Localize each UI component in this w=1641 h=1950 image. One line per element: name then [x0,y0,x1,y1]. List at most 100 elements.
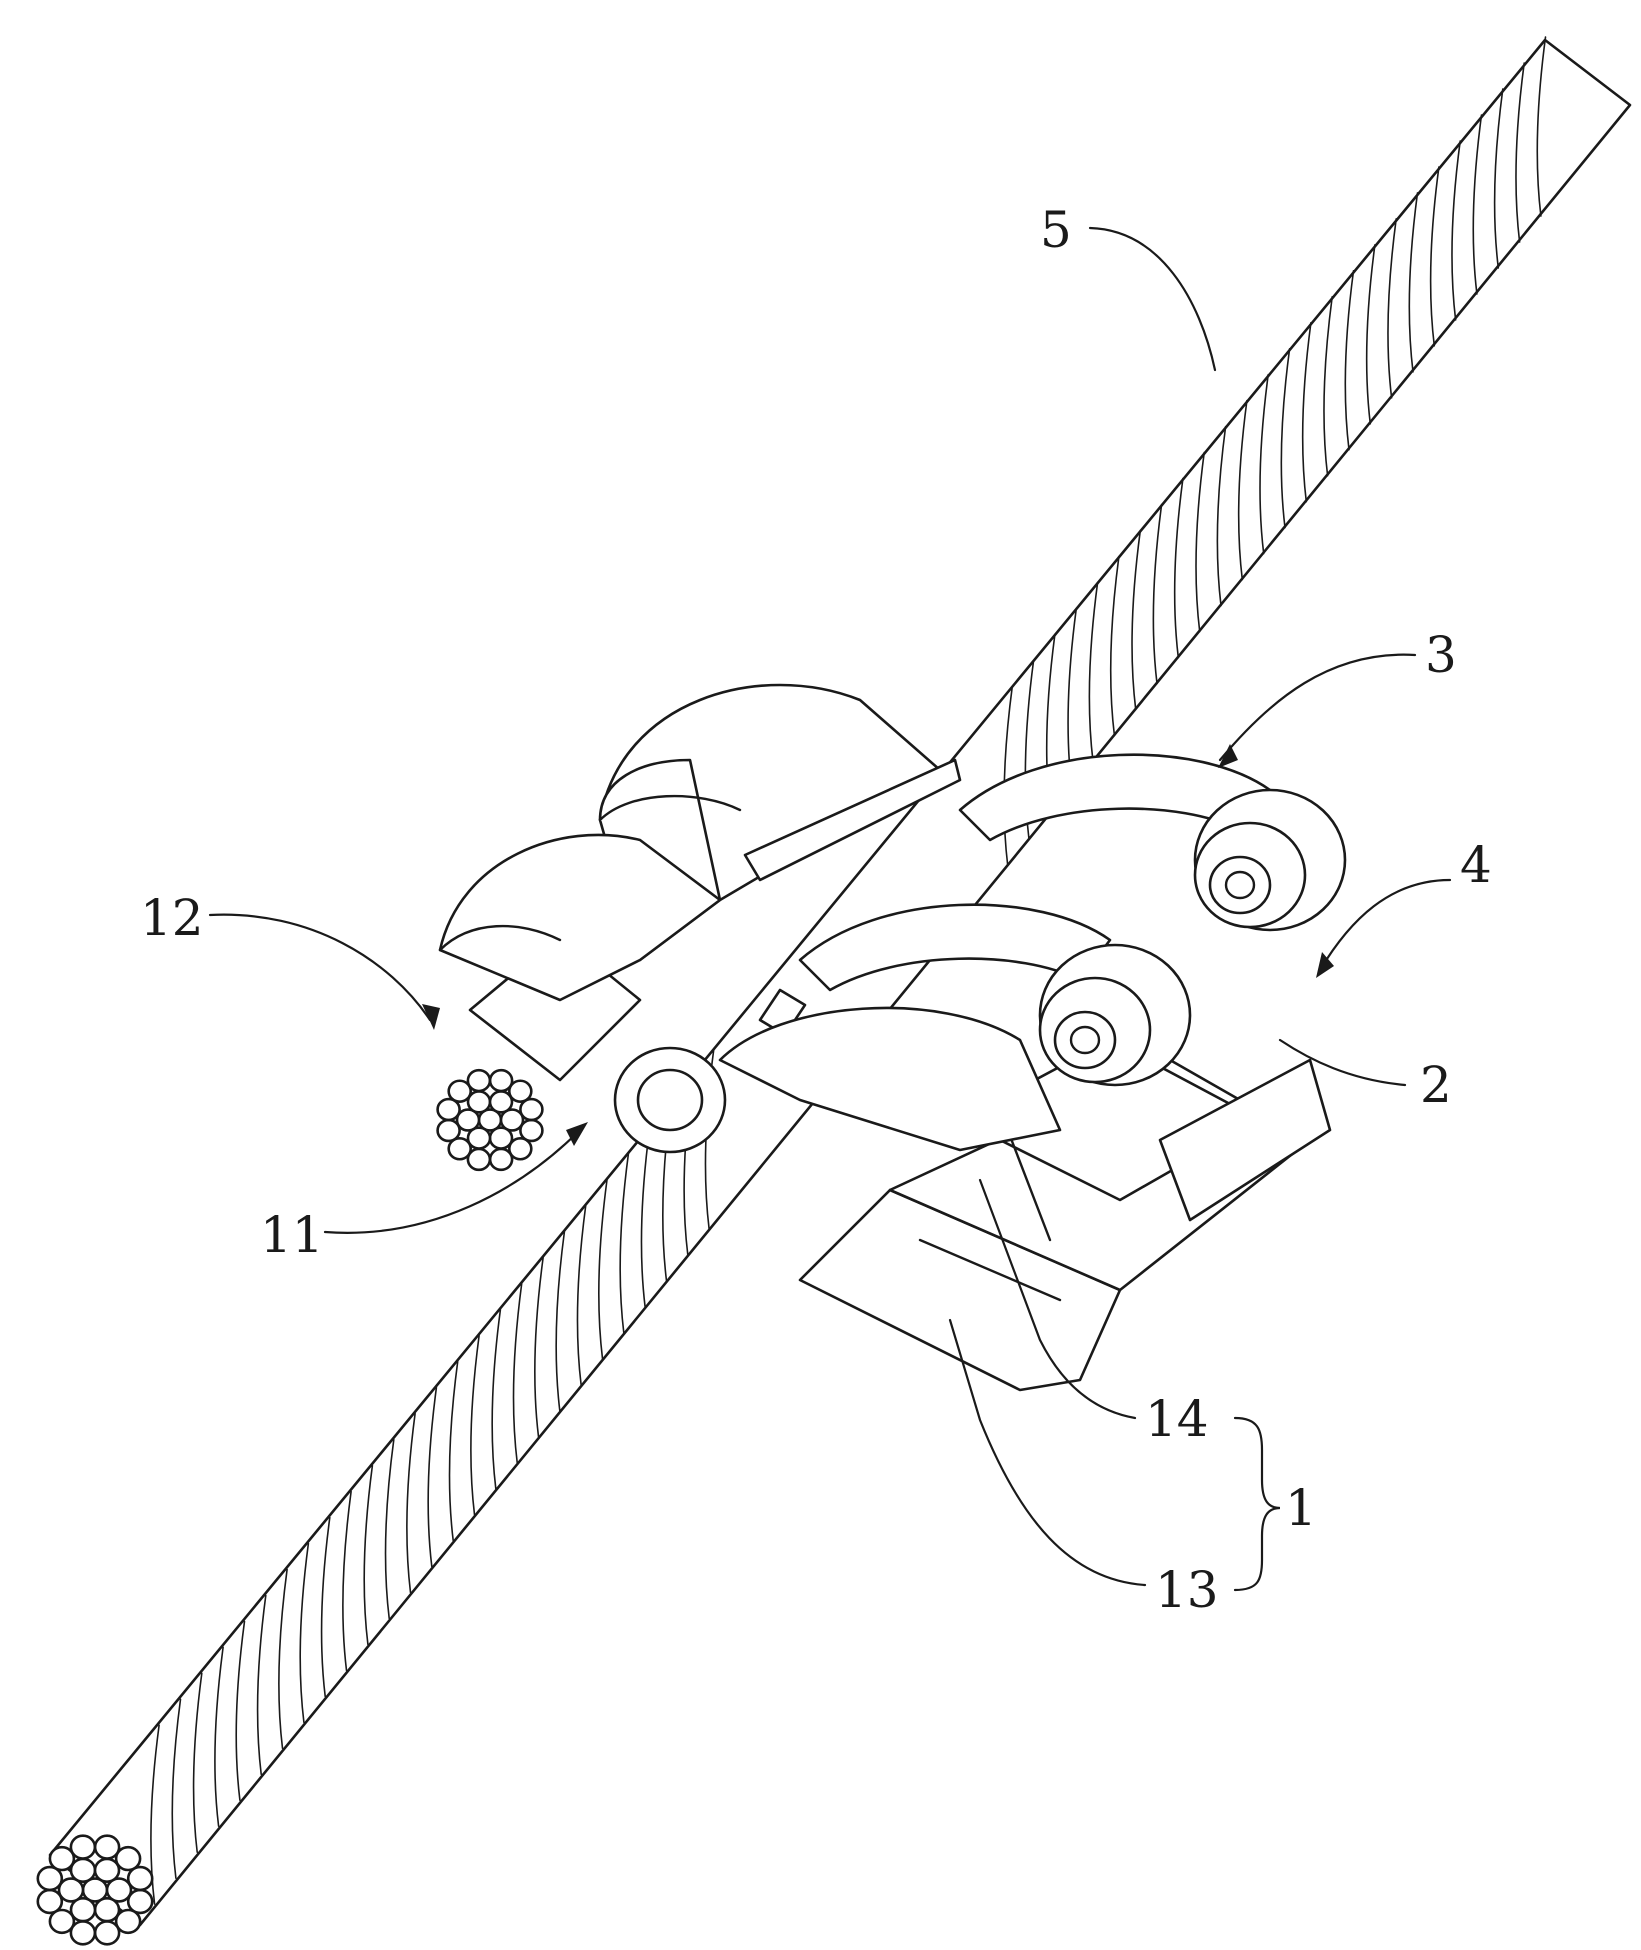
pin-eye-inner [636,1068,704,1132]
part-labels: 5 3 4 12 2 11 14 1 13 [140,201,1492,1619]
cable-end-strand [126,1865,154,1892]
upper-sleeve-back [438,833,722,1002]
cable-end-strand [93,1920,121,1946]
cable-strand-line [1216,425,1227,607]
branch-end-strand [466,1147,492,1172]
cable-strand-line [1131,529,1142,711]
cable-strand-line [1173,477,1184,659]
branch-end-strand [499,1108,525,1132]
label-part-14: 14 [1145,1390,1209,1448]
branch-end-strand [436,1097,461,1122]
cable-end-strand [114,1845,142,1872]
cable-strand-line [448,1360,459,1542]
cable-strand-line [406,1412,416,1594]
base-block-side [1158,1058,1332,1222]
cable-strand-line [534,1257,544,1438]
leader-3 [1218,653,1417,762]
branch-end-strand [436,1118,461,1143]
branch-end-strand [488,1147,514,1172]
label-part-12: 12 [140,889,204,947]
branch-end-strand [519,1097,544,1122]
upper-sleeve-edge [598,758,722,901]
label-part-11: 11 [260,1206,324,1264]
bolt-lower [1038,943,1192,1087]
cable-strand-line [1152,503,1163,685]
leader-4 [1318,878,1452,972]
cable-strand-line [363,1464,374,1646]
label-part-13: 13 [1155,1561,1219,1619]
cable-strand-line [1536,36,1547,217]
arrow-3 [1218,744,1238,768]
label-cable: 5 [1040,201,1072,259]
leader-5 [1088,226,1217,372]
branch-end-strand [507,1137,533,1161]
cable-strand-line [171,1698,182,1879]
arrow-4 [1316,952,1334,978]
clamp-assembly [438,683,1347,1392]
cable-strand-line [1344,270,1355,451]
branch-end-strand [447,1137,473,1161]
bolt-lower-head [1053,1010,1117,1070]
hinge-strip [743,758,962,882]
sleeve-lip [438,924,562,952]
group-brace [1233,1416,1281,1592]
cable-end-strand [36,1888,64,1915]
cable-strand-line [1195,451,1205,633]
label-part-2: 2 [1420,1056,1452,1114]
cable-strand-line [1451,140,1461,321]
label-part-1: 1 [1285,1479,1317,1537]
sleeve-lip-2 [598,794,742,822]
cable-strand-line [470,1334,480,1516]
cable-strand-line [1323,296,1333,477]
cable-strand-line [1280,348,1291,529]
cable-strand-line [150,1724,160,1905]
cable-strand-line [342,1490,352,1672]
block-groove [918,1238,1062,1302]
cable-end-face [36,1834,154,1946]
bolt-lower-hole [1069,1025,1101,1055]
branch-end-strand [455,1108,481,1132]
label-part-4: 4 [1460,836,1492,894]
branch-end-strand [507,1079,533,1103]
cable-strand-line [1301,322,1312,503]
cable-end-strand [114,1908,142,1935]
cable-strand-line [1365,244,1376,425]
pin-eye [613,1046,727,1154]
arrow-12 [422,1004,440,1030]
cable-strand-line [576,1205,587,1386]
bolt-upper [1193,788,1347,932]
cable-strand-line [192,1672,203,1853]
cable-end-strand [93,1834,121,1860]
leader-lines [208,226,1452,1592]
cable-strand-line [427,1386,438,1568]
jaw-arm-front [718,1006,1062,1152]
cable-strand-line [619,1153,630,1334]
cable-strand-line [278,1568,288,1750]
cable-end-strand [57,1877,85,1903]
cable-strands [150,36,1547,1905]
cable-strand-line [1472,114,1483,295]
cable-strand-line [640,1127,651,1308]
main-cable [36,36,1632,1946]
cable-end-strand [105,1877,133,1903]
cable-strand-line [598,1179,608,1360]
cable-strand-line [1493,88,1504,269]
branch-end-strand [447,1079,473,1103]
jaw-arm-lower [798,903,1112,992]
cable-strand-line [1429,166,1440,347]
branch-end-strand [466,1068,492,1093]
cable-strand-line [320,1516,331,1698]
bolt-upper-head [1208,855,1272,915]
cable-end-strand [48,1908,76,1935]
arrow-11 [566,1122,588,1146]
cable-end-strand [48,1845,76,1872]
cable-strand-line [299,1542,310,1724]
label-part-3: 3 [1425,626,1457,684]
leader-11 [323,1128,582,1234]
cable-strand-line [1109,555,1120,737]
leader-14 [978,1178,1137,1420]
cable-strand-line [1259,373,1269,555]
cable-strand-line [491,1308,502,1490]
